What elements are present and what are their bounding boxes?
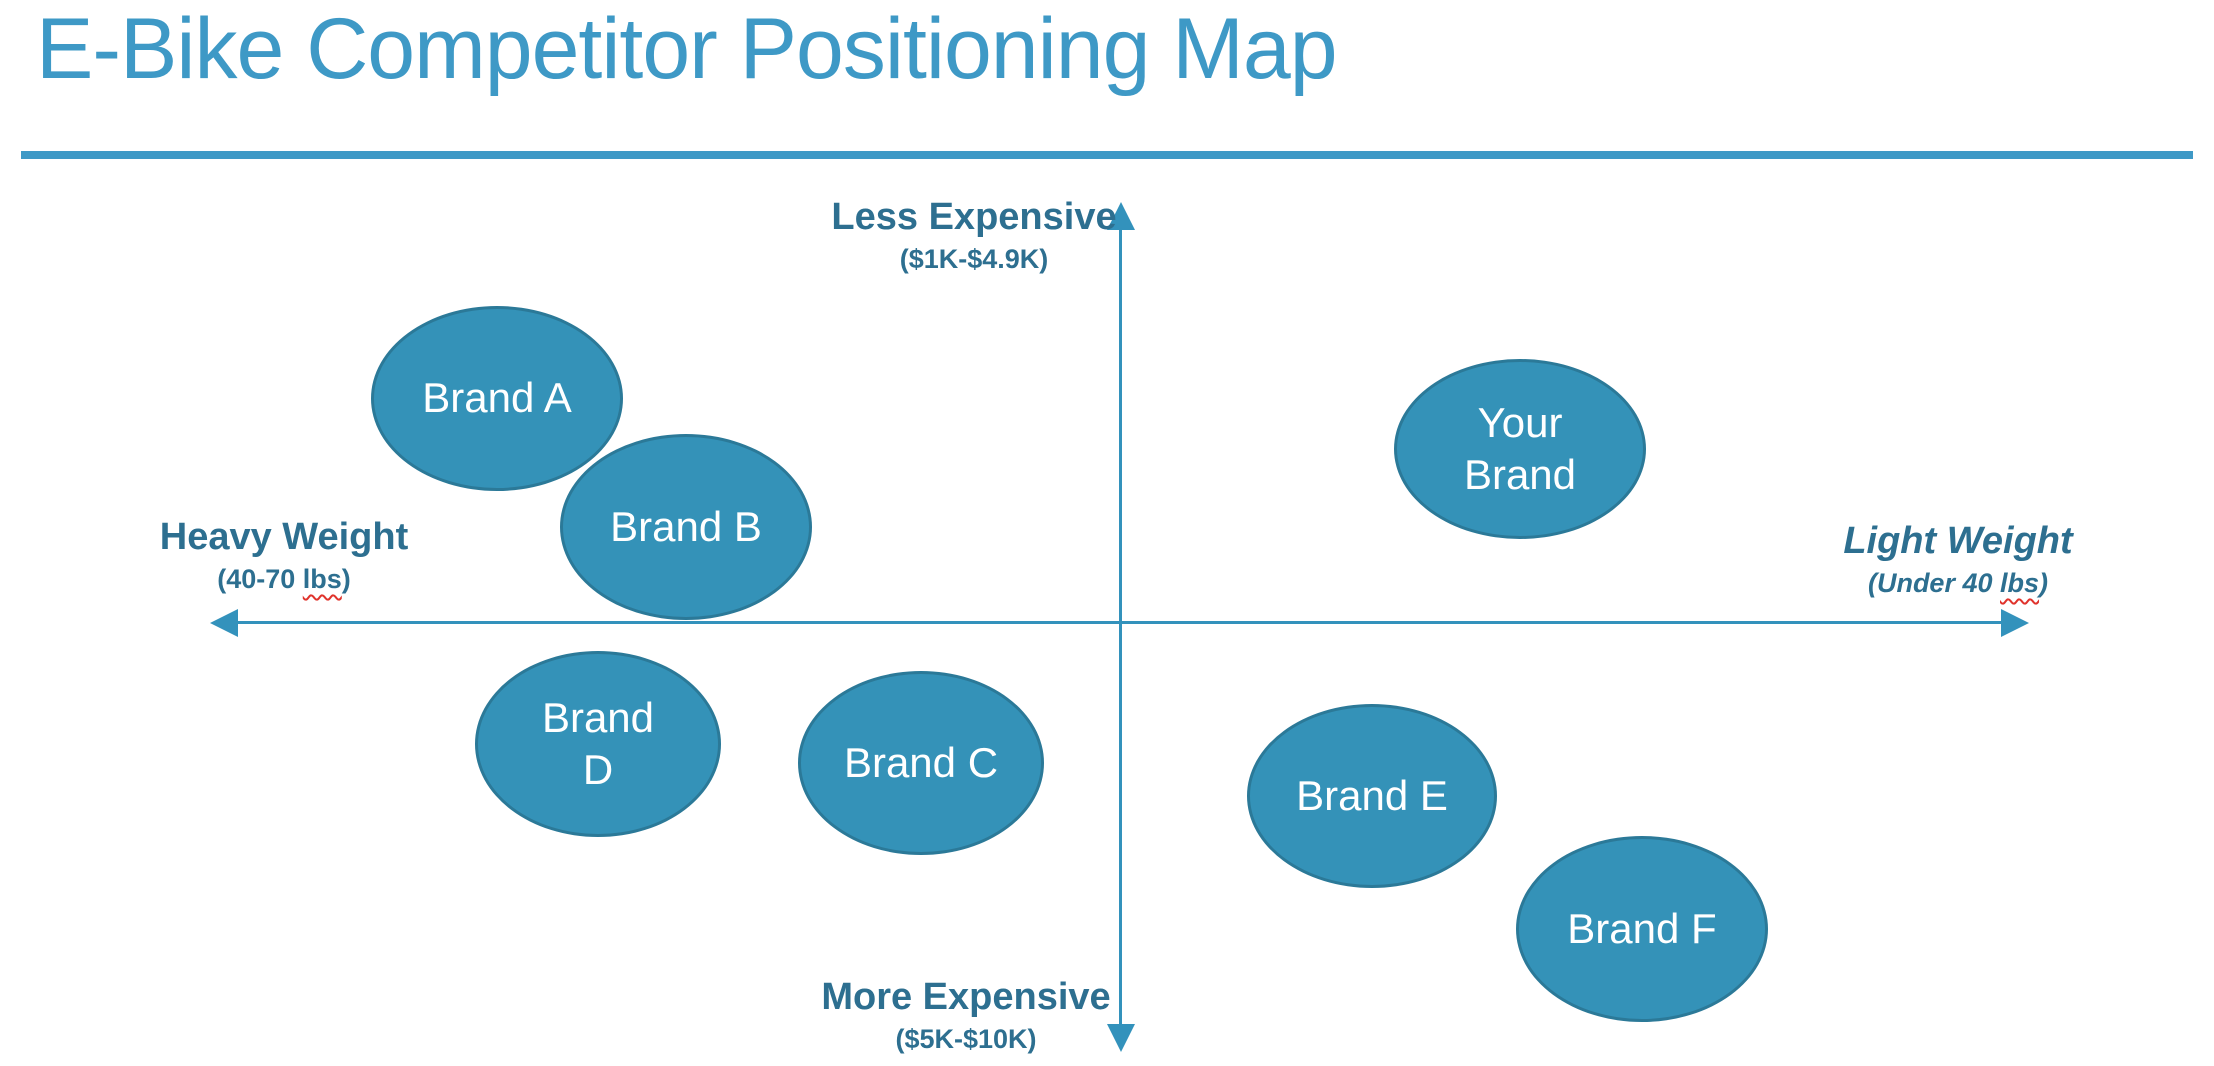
bubble-label: Brand [1463, 451, 1577, 498]
bubble-brand-f: Brand F [1516, 836, 1768, 1022]
bubble-label: Brand B [610, 502, 762, 550]
bubble-brand-e: Brand E [1247, 704, 1497, 888]
axis-range-text: (Under 40 lbs) [1867, 567, 2049, 599]
bubble-label: Brand E [1296, 771, 1448, 819]
arrow-left-icon [210, 609, 238, 637]
range-prefix: (Under 40 [1867, 567, 2001, 598]
axis-label-text: Less Expensive [831, 196, 1117, 238]
bubble-label: D [582, 746, 614, 793]
x-axis-line [234, 621, 2004, 624]
bubble-brand-a: Brand A [371, 306, 623, 491]
axis-label-less-expensive: Less Expensive ($1K-$4.9K) [831, 196, 1117, 275]
axis-range-text: ($5K-$10K) [895, 1023, 1037, 1054]
range-suffix: ) [2039, 567, 2049, 598]
misspelled-word: lbs [2000, 567, 2040, 598]
range-suffix: ) [341, 563, 351, 594]
axis-label-more-expensive: More Expensive ($5K-$10K) [821, 976, 1111, 1055]
range-prefix: (40-70 [217, 563, 303, 594]
axis-range-text: ($1K-$4.9K) [899, 243, 1049, 274]
bubble-brand-c: Brand C [798, 671, 1044, 855]
axis-label-text: Light Weight [1843, 520, 2073, 562]
arrow-right-icon [2001, 609, 2029, 637]
misspelled-word: lbs [302, 563, 342, 594]
bubble-label: Brand C [843, 738, 999, 786]
axis-label-text: More Expensive [821, 976, 1111, 1018]
bubble-label: Your [1477, 398, 1563, 446]
axis-range-text: (40-70 lbs) [217, 563, 351, 595]
axis-label-heavy-weight: Heavy Weight (40-70 lbs) [159, 516, 409, 595]
bubble-brand-b: Brand B [560, 434, 812, 620]
y-axis-line [1119, 224, 1122, 1030]
title-divider [21, 151, 2193, 159]
axis-label-text: Heavy Weight [159, 516, 409, 558]
axis-label-light-weight: Light Weight (Under 40 lbs) [1843, 520, 2073, 599]
bubble-label: Brand A [422, 374, 572, 422]
bubble-label: Brand [541, 693, 655, 741]
page-title: E-Bike Competitor Positioning Map [36, 1, 1338, 97]
bubble-label: Brand F [1567, 904, 1717, 952]
arrow-down-icon [1107, 1024, 1135, 1052]
arrow-up-icon [1107, 202, 1135, 230]
